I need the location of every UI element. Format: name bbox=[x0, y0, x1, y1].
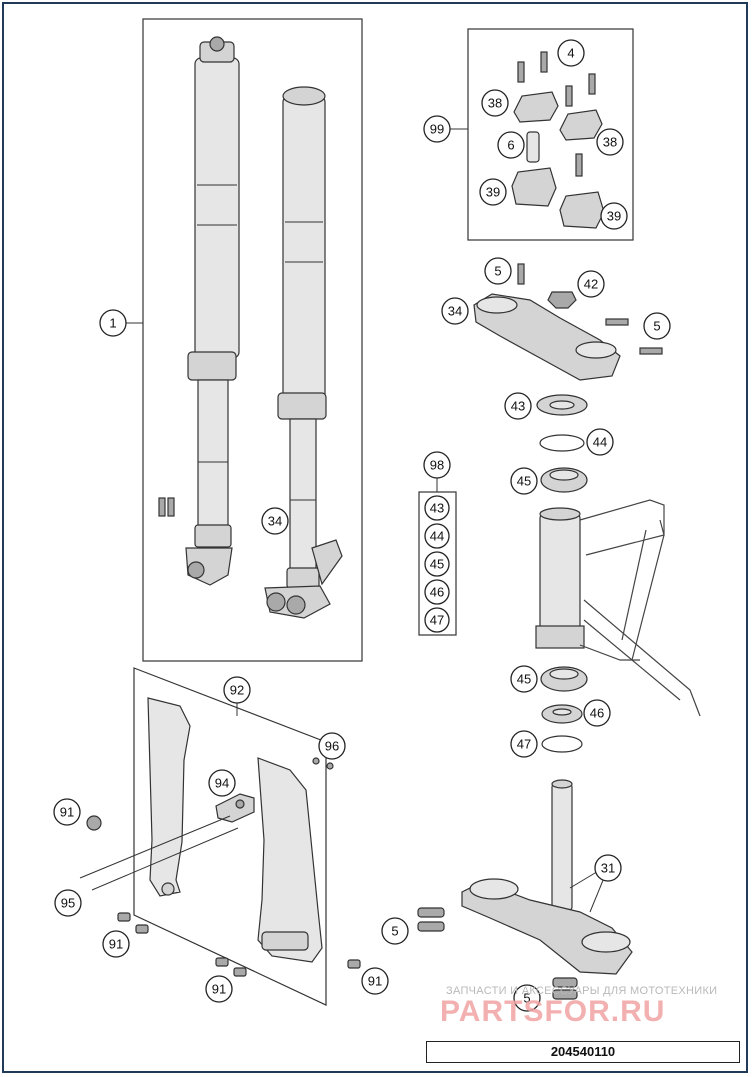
upper-triple-clamp bbox=[473, 263, 663, 381]
fork-guard-left bbox=[147, 697, 191, 897]
callout-46-kit: 46 bbox=[424, 579, 450, 605]
watermark-brand: PARTSFOR.RU bbox=[440, 995, 666, 1028]
callout-98: 98 bbox=[423, 451, 451, 479]
callout-5-top: 5 bbox=[484, 257, 512, 285]
callout-95: 95 bbox=[54, 889, 82, 917]
svg-text:91: 91 bbox=[368, 974, 382, 989]
callout-4: 4 bbox=[557, 39, 585, 67]
callout-91-a: 91 bbox=[53, 798, 81, 826]
svg-text:45: 45 bbox=[517, 474, 531, 489]
svg-text:47: 47 bbox=[430, 613, 444, 628]
svg-text:99: 99 bbox=[430, 122, 444, 137]
callout-38-b: 38 bbox=[596, 128, 624, 156]
svg-text:31: 31 bbox=[601, 861, 615, 876]
callout-92: 92 bbox=[223, 676, 251, 704]
frame-steering-head bbox=[535, 499, 701, 717]
callout-99: 99 bbox=[423, 115, 451, 143]
svg-text:47: 47 bbox=[517, 737, 531, 752]
svg-text:34: 34 bbox=[448, 304, 462, 319]
svg-text:42: 42 bbox=[584, 277, 598, 292]
svg-text:45: 45 bbox=[517, 672, 531, 687]
svg-text:44: 44 bbox=[430, 529, 444, 544]
callout-45-kit: 45 bbox=[424, 551, 450, 577]
right-fork-leg bbox=[264, 86, 343, 619]
svg-text:94: 94 bbox=[215, 776, 229, 791]
callout-34-clamp: 34 bbox=[441, 297, 469, 325]
svg-text:6: 6 bbox=[507, 138, 514, 153]
svg-text:34: 34 bbox=[268, 514, 282, 529]
callout-45-lower: 45 bbox=[510, 665, 538, 693]
fork-guard-right bbox=[257, 757, 323, 963]
svg-text:4: 4 bbox=[567, 46, 574, 61]
callout-5-lower-bottom: 5 bbox=[513, 984, 541, 1012]
svg-text:5: 5 bbox=[523, 991, 530, 1006]
callout-47-lower: 47 bbox=[510, 730, 538, 758]
callout-96: 96 bbox=[318, 732, 346, 760]
callout-38-a: 38 bbox=[481, 89, 509, 117]
handlebar-clamps bbox=[511, 51, 605, 229]
svg-text:5: 5 bbox=[494, 264, 501, 279]
o-ring-lower bbox=[541, 735, 583, 753]
svg-text:43: 43 bbox=[511, 399, 525, 414]
svg-text:91: 91 bbox=[212, 982, 226, 997]
svg-text:46: 46 bbox=[430, 585, 444, 600]
o-ring-upper bbox=[539, 434, 585, 452]
svg-text:45: 45 bbox=[430, 557, 444, 572]
callout-5-lower-left: 5 bbox=[381, 917, 409, 945]
svg-text:39: 39 bbox=[486, 185, 500, 200]
svg-text:5: 5 bbox=[653, 319, 660, 334]
svg-text:38: 38 bbox=[488, 96, 502, 111]
svg-text:1: 1 bbox=[109, 316, 116, 331]
svg-text:91: 91 bbox=[60, 805, 74, 820]
guard-clamp bbox=[215, 793, 255, 823]
watermark-subtitle: ЗАПЧАСТИ И АКСЕССУАРЫ ДЛЯ МОТОТЕХНИКИ bbox=[446, 985, 718, 997]
lower-triple-clamp bbox=[417, 779, 633, 1000]
callout-91-b: 91 bbox=[102, 930, 130, 958]
svg-text:98: 98 bbox=[430, 458, 444, 473]
callout-47-kit: 47 bbox=[424, 607, 450, 633]
callout-43-upper: 43 bbox=[504, 392, 532, 420]
svg-text:91: 91 bbox=[109, 937, 123, 952]
svg-text:38: 38 bbox=[603, 135, 617, 150]
callout-31: 31 bbox=[594, 854, 622, 882]
svg-text:39: 39 bbox=[607, 209, 621, 224]
callout-46-lower: 46 bbox=[583, 699, 611, 727]
callout-6: 6 bbox=[497, 131, 525, 159]
callout-5-right: 5 bbox=[643, 312, 671, 340]
callout-45-upper: 45 bbox=[510, 467, 538, 495]
svg-text:46: 46 bbox=[590, 706, 604, 721]
callout-44-upper: 44 bbox=[586, 428, 614, 456]
svg-text:44: 44 bbox=[593, 435, 607, 450]
callout-34-fork: 34 bbox=[261, 507, 289, 535]
svg-text:95: 95 bbox=[61, 896, 75, 911]
callout-42: 42 bbox=[577, 270, 605, 298]
callout-43-kit: 43 bbox=[424, 495, 450, 521]
callout-39-a: 39 bbox=[479, 178, 507, 206]
callout-1: 1 bbox=[99, 309, 127, 337]
svg-text:5: 5 bbox=[391, 924, 398, 939]
fork-assembly-box bbox=[142, 18, 363, 662]
callout-39-b: 39 bbox=[600, 202, 628, 230]
left-fork-leg bbox=[158, 36, 240, 586]
callout-94: 94 bbox=[208, 769, 236, 797]
callout-44-kit: 44 bbox=[424, 523, 450, 549]
svg-text:43: 43 bbox=[430, 501, 444, 516]
svg-text:96: 96 bbox=[325, 739, 339, 754]
fork-guard-box bbox=[133, 667, 327, 1006]
svg-text:92: 92 bbox=[230, 683, 244, 698]
diagram-id: 204540110 bbox=[426, 1041, 740, 1063]
clamp-kit-box bbox=[467, 28, 634, 241]
callout-91-c: 91 bbox=[205, 975, 233, 1003]
callout-91-d: 91 bbox=[361, 967, 389, 995]
